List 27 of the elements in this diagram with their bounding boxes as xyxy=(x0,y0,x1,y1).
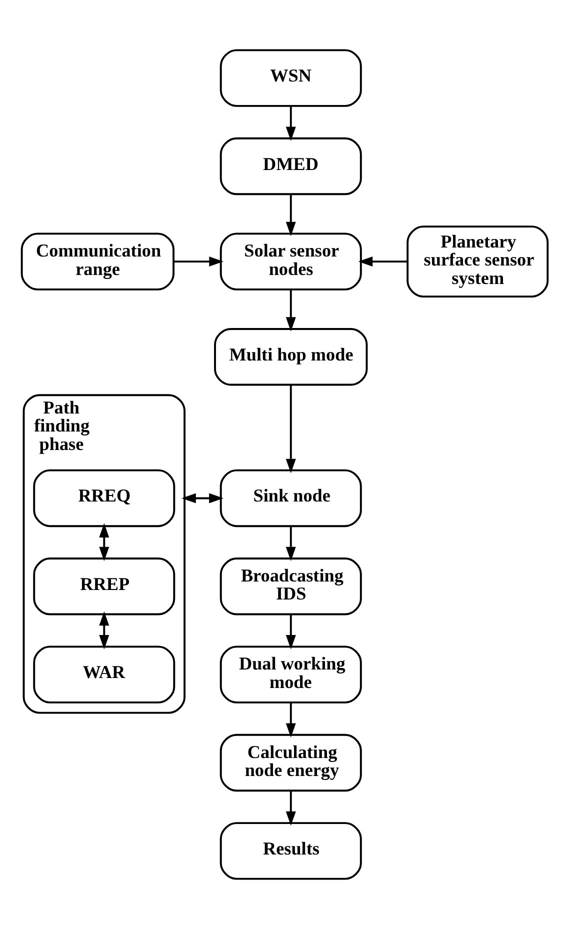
arrow xyxy=(286,289,296,331)
node-box: Planetary surface sensor system xyxy=(406,225,549,298)
node-box: Calculating node energy xyxy=(220,733,362,792)
arrow xyxy=(286,526,296,561)
arrow xyxy=(286,105,296,140)
node-box: Communication range xyxy=(20,232,174,290)
arrow xyxy=(99,522,110,561)
arrow xyxy=(286,790,296,826)
node-box: WAR xyxy=(33,645,176,703)
node-box: Sink node xyxy=(220,468,362,527)
node-box: Solar sensor nodes xyxy=(220,232,362,290)
arrow xyxy=(286,614,296,649)
arrow xyxy=(358,256,408,266)
node-box: Broadcasting IDS xyxy=(220,557,362,615)
arrow xyxy=(99,610,110,649)
node-box: RREQ xyxy=(33,468,176,527)
node-box: WSN xyxy=(220,48,362,106)
arrow xyxy=(174,256,224,266)
arrow xyxy=(286,194,296,236)
node-box: DMED xyxy=(220,136,362,195)
arrow xyxy=(182,492,224,503)
node-box: Multi hop mode xyxy=(214,328,368,386)
arrow xyxy=(286,384,296,473)
node-box: Results xyxy=(220,822,362,880)
arrow xyxy=(286,702,296,737)
node-box: RREP xyxy=(33,557,176,615)
node-box: Dual working mode xyxy=(220,645,362,703)
